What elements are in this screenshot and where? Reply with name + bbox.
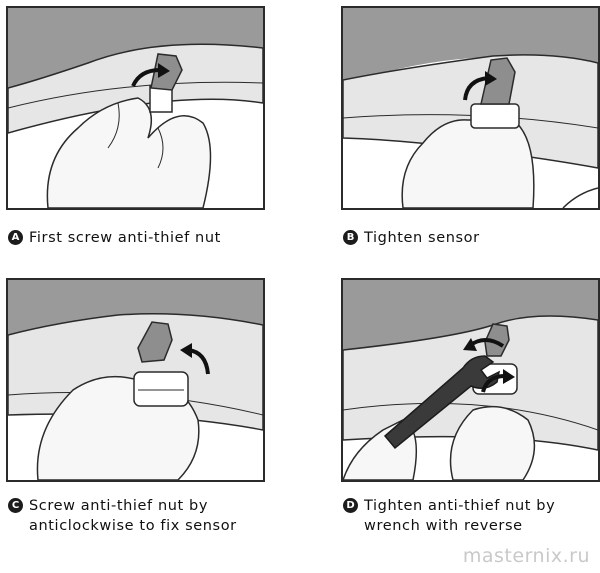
illustration-step-c xyxy=(6,278,265,482)
rotation-arrow xyxy=(131,68,161,87)
hand xyxy=(401,119,535,208)
sensor-cap xyxy=(484,323,510,357)
hand xyxy=(46,97,212,208)
step-letter-badge: B xyxy=(343,230,358,245)
caption-text-line-2: anticlockwise to fix sensor xyxy=(29,518,237,534)
anti-thief-nut xyxy=(133,371,189,407)
rotation-arrow xyxy=(463,76,489,101)
rotation-arrow xyxy=(481,374,506,393)
watermark: masternix.ru xyxy=(462,545,590,567)
caption-step-d: D Tighten anti-thief nut by wrench with … xyxy=(343,496,555,536)
illustration-step-d xyxy=(341,278,600,482)
sensor-cap xyxy=(480,57,516,105)
caption-step-b: B Tighten sensor xyxy=(343,228,480,248)
caption-text-line-1: Screw anti-thief nut by xyxy=(29,498,209,514)
wrench xyxy=(383,355,501,450)
step-letter-badge: A xyxy=(8,230,23,245)
illustration-step-a xyxy=(6,6,265,210)
caption-text-line-2: wrench with reverse xyxy=(364,518,523,534)
caption-text: Tighten sensor xyxy=(364,230,480,246)
tire xyxy=(343,280,598,350)
step-letter-badge: C xyxy=(8,498,23,513)
tire xyxy=(343,8,598,80)
caption-text: First screw anti-thief nut xyxy=(29,230,221,246)
sensor-body xyxy=(470,103,520,129)
hand xyxy=(449,405,536,480)
caption-step-c: C Screw anti-thief nut by anticlockwise … xyxy=(8,496,237,536)
sensor-cap xyxy=(137,321,173,363)
illustration-step-b xyxy=(341,6,600,210)
step-letter-badge: D xyxy=(343,498,358,513)
caption-text-line-1: Tighten anti-thief nut by xyxy=(364,498,556,514)
caption-step-a: A First screw anti-thief nut xyxy=(8,228,221,248)
